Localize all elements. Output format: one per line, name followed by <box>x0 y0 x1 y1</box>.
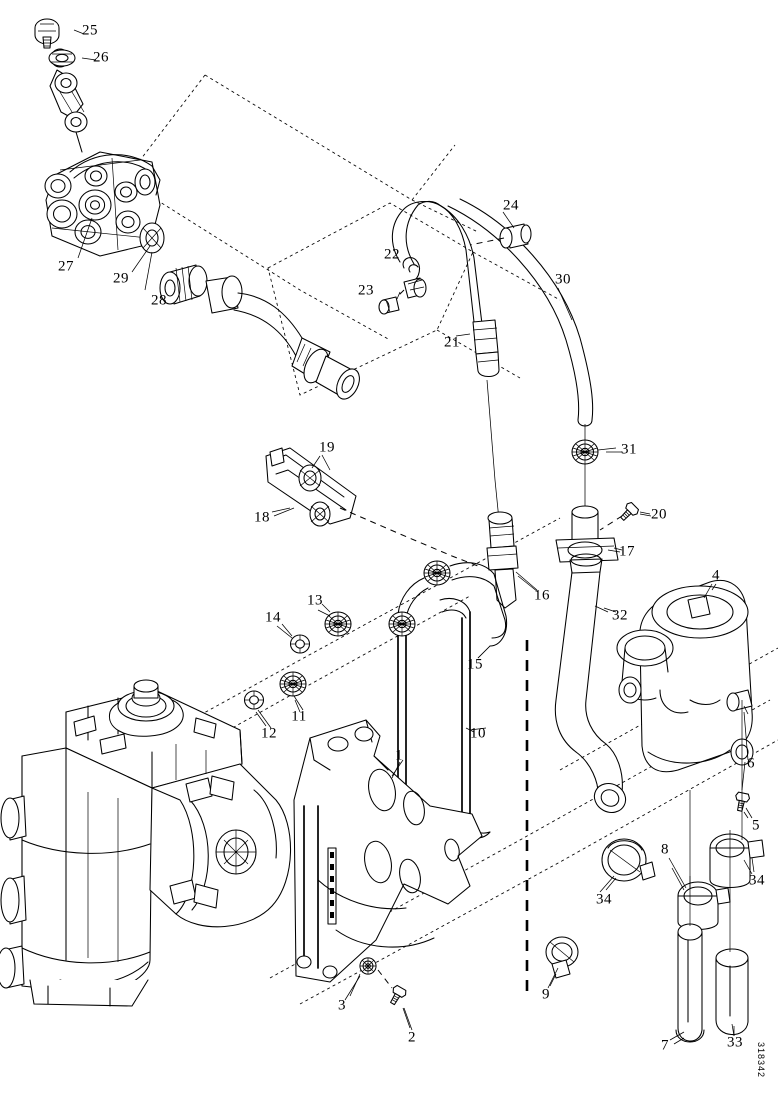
callout-23: 23 <box>358 282 374 299</box>
callout-13: 13 <box>307 592 323 609</box>
callout-32: 32 <box>612 607 628 624</box>
callout-17: 17 <box>619 543 635 560</box>
callout-16: 16 <box>534 587 550 604</box>
callout-4: 4 <box>712 567 720 584</box>
callout-1: 1 <box>395 747 403 764</box>
callout-34-left: 34 <box>596 891 612 908</box>
callout-19: 19 <box>319 439 335 456</box>
callout-11: 11 <box>291 708 307 725</box>
callout-34-right: 34 <box>749 872 765 889</box>
callout-20: 20 <box>651 506 667 523</box>
callout-31: 31 <box>621 441 637 458</box>
callout-24: 24 <box>503 197 519 214</box>
callout-26: 26 <box>93 49 109 66</box>
callout-33: 33 <box>727 1034 743 1051</box>
callout-18: 18 <box>254 509 270 526</box>
callout-30: 30 <box>555 271 571 288</box>
callout-8: 8 <box>661 841 669 858</box>
callout-10: 10 <box>470 725 486 742</box>
callout-21: 21 <box>444 334 460 351</box>
callout-22: 22 <box>384 246 400 263</box>
callout-27: 27 <box>58 258 74 275</box>
callout-12: 12 <box>261 725 277 742</box>
callout-14: 14 <box>265 609 281 626</box>
callout-7: 7 <box>661 1037 669 1054</box>
callout-9: 9 <box>542 986 550 1003</box>
callout-25: 25 <box>82 22 98 39</box>
callout-3: 3 <box>338 997 346 1014</box>
callout-29: 29 <box>113 270 129 287</box>
callout-28: 28 <box>151 292 167 309</box>
callout-2: 2 <box>408 1029 416 1046</box>
drawing-reference-code: 318342 <box>756 1042 766 1079</box>
callout-5: 5 <box>752 817 760 834</box>
callout-15: 15 <box>467 656 483 673</box>
callout-6: 6 <box>747 755 755 772</box>
